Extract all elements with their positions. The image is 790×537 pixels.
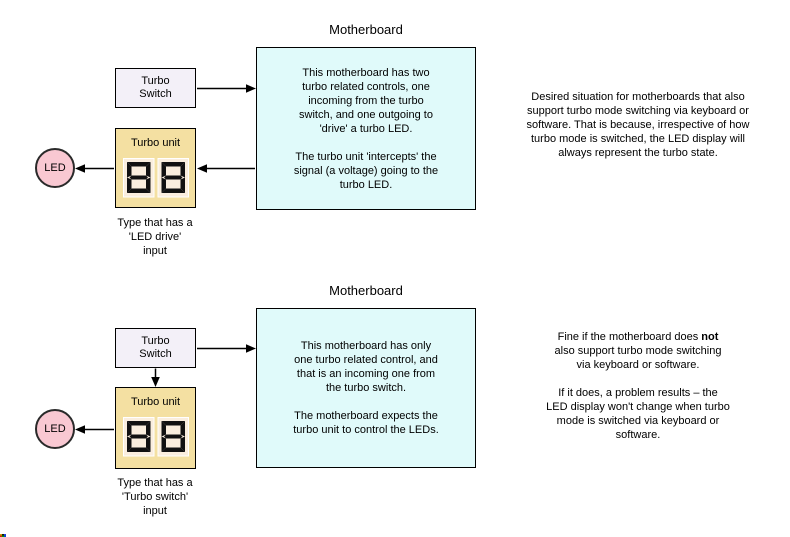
diagram-title-bottom: Motherboard bbox=[329, 283, 403, 298]
arrow-switch-to-unit-bottom bbox=[151, 368, 160, 387]
seven-segment-display-bottom bbox=[122, 417, 189, 457]
motherboard-text-top: This motherboard has two turbo related c… bbox=[293, 66, 439, 191]
digit-panel bbox=[157, 417, 189, 457]
side-note-bottom-pre: Fine if the motherboard does bbox=[557, 331, 702, 343]
turbo-unit-label-bottom: Turbo unit bbox=[130, 396, 181, 408]
led-label-bottom: LED bbox=[44, 423, 66, 435]
arrow-unit-to-led-bottom bbox=[75, 425, 114, 434]
turbo-unit-box-bottom: Turbo unit bbox=[115, 387, 196, 469]
side-note-bottom: Fine if the motherboard does not also su… bbox=[488, 330, 788, 442]
screen-corner-artifact bbox=[0, 534, 6, 537]
seven-segment-display-top bbox=[122, 158, 189, 198]
arrow-board-to-unit-top bbox=[197, 164, 255, 173]
digit-panel bbox=[157, 158, 189, 198]
turbo-switch-box-top: Turbo Switch bbox=[115, 68, 196, 108]
motherboard-text-bottom: This motherboard has only one turbo rela… bbox=[293, 340, 439, 436]
side-note-bottom-post: also support turbo mode switching via ke… bbox=[546, 345, 730, 441]
digit-panel bbox=[122, 417, 154, 457]
diagram-title-top: Motherboard bbox=[329, 22, 403, 37]
unit-type-caption-top: Type that has a 'LED drive' input bbox=[117, 217, 193, 257]
turbo-unit-label-top: Turbo unit bbox=[130, 137, 181, 149]
turbo-switch-box-bottom: Turbo Switch bbox=[115, 328, 196, 368]
motherboard-box-bottom: This motherboard has only one turbo rela… bbox=[256, 308, 476, 468]
motherboard-box-top: This motherboard has two turbo related c… bbox=[256, 47, 476, 210]
side-note-bottom-bold: not bbox=[701, 331, 719, 343]
led-label-top: LED bbox=[44, 162, 66, 174]
led-indicator-bottom: LED bbox=[35, 409, 75, 449]
turbo-switch-label-bottom: Turbo Switch bbox=[139, 335, 172, 360]
arrow-switch-to-board-bottom bbox=[197, 344, 256, 353]
digit-panel bbox=[122, 158, 154, 198]
unit-type-caption-bottom: Type that has a 'Turbo switch' input bbox=[117, 477, 193, 517]
arrow-unit-to-led-top bbox=[75, 164, 114, 173]
turbo-switch-label-top: Turbo Switch bbox=[139, 75, 172, 100]
led-indicator-top: LED bbox=[35, 148, 75, 188]
arrow-switch-to-board-top bbox=[197, 84, 256, 93]
side-note-top: Desired situation for motherboards that … bbox=[526, 91, 750, 159]
turbo-unit-box-top: Turbo unit bbox=[115, 128, 196, 208]
